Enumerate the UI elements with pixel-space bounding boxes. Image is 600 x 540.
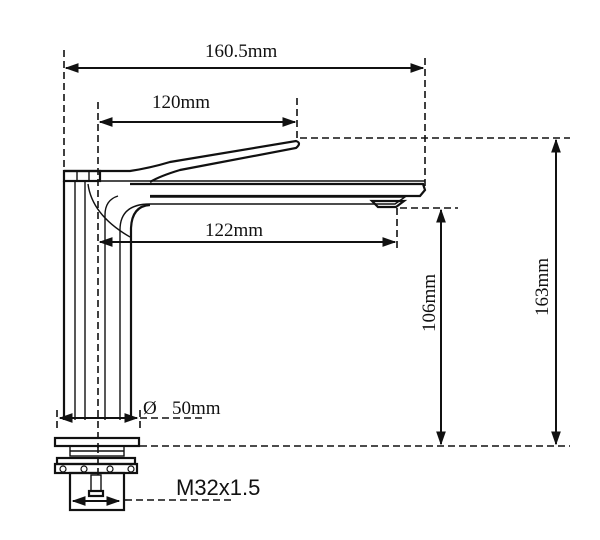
faucet-outline bbox=[62, 139, 427, 420]
overall-height-label: 163mm bbox=[532, 258, 553, 316]
spout-reach-label: 122mm bbox=[205, 220, 263, 241]
spout-height-label: 106mm bbox=[419, 274, 440, 332]
thread-label: M32x1.5 bbox=[176, 475, 260, 500]
extension-lines bbox=[56, 50, 570, 501]
base-diameter-label: 50mm bbox=[172, 398, 221, 419]
dimension-arrows bbox=[58, 63, 561, 506]
overall-length-label: 160.5mm bbox=[205, 41, 278, 62]
diameter-symbol: Ø bbox=[143, 398, 157, 419]
faucet-base bbox=[53, 436, 141, 512]
handle-length-label: 120mm bbox=[152, 92, 210, 113]
